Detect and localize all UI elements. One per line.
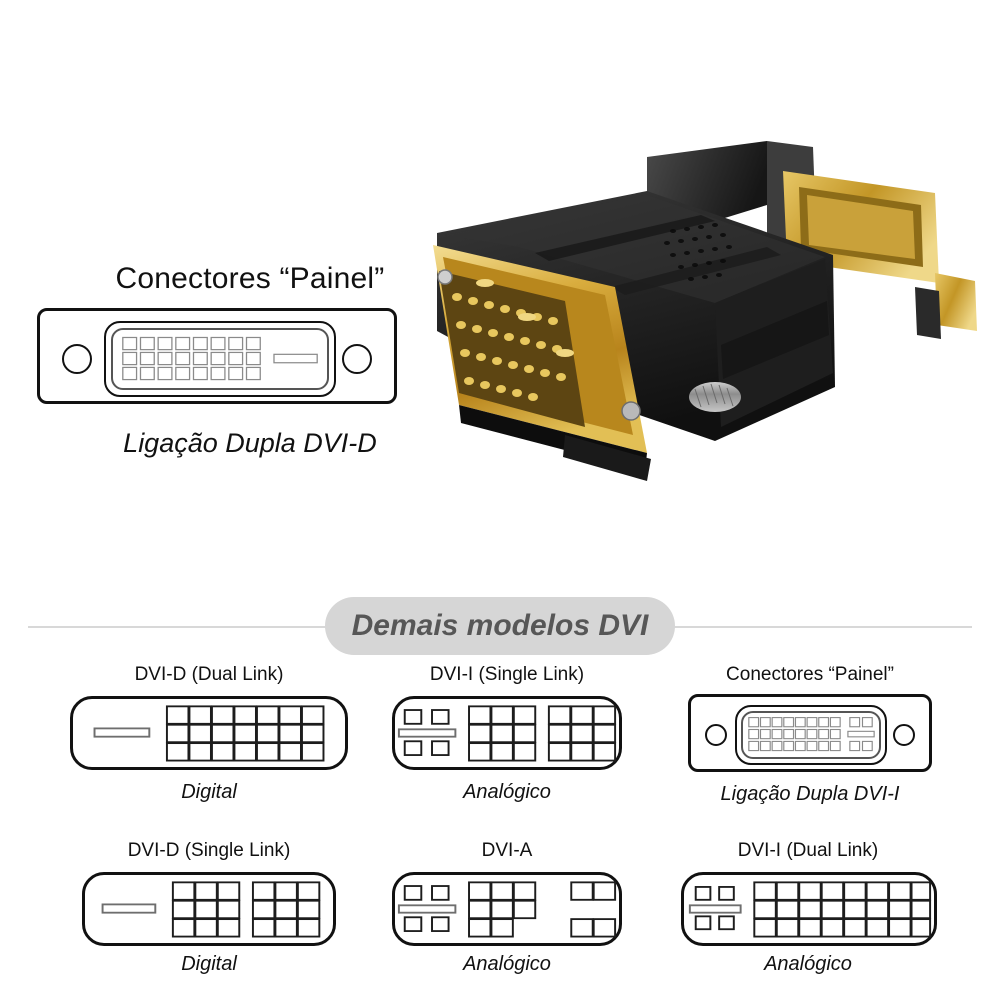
connector-outline (392, 872, 622, 946)
model-caption: Analógico (463, 953, 551, 975)
pin-field (748, 717, 875, 752)
connector-outline (392, 696, 622, 770)
section-badge-label: Demais modelos DVI (351, 609, 649, 642)
hero-caption: Ligação Dupla DVI-D (123, 428, 377, 458)
screw-hole-left-icon (62, 344, 92, 374)
product-photo (415, 135, 995, 535)
section-badge: Demais modelos DVI (325, 597, 675, 655)
model-caption: Ligação Dupla DVI-I (720, 783, 900, 805)
model-caption: Digital (181, 781, 237, 803)
hero-title: Conectores “Painel” (115, 262, 385, 295)
pin-field (397, 705, 617, 762)
model-caption: Analógico (463, 781, 551, 803)
screw-hole-right-icon (893, 724, 915, 746)
hero-panel-shell (104, 321, 336, 397)
hero-panel-connector (37, 308, 397, 404)
connector-outline (82, 872, 336, 946)
hero-pin-field (122, 336, 318, 381)
panel-shell-inner (741, 711, 881, 759)
connector-outline (688, 694, 932, 772)
model-title: DVI-D (Single Link) (127, 840, 291, 861)
model-card-dvi-d-dual-link: DVI-D (Dual Link) (44, 664, 374, 804)
model-card-dvi-i-single-link: DVI-I (Single Link) (378, 664, 636, 804)
pin-field (688, 881, 932, 938)
screw-hole-left-icon (705, 724, 727, 746)
hero-panel-shell-inner (111, 328, 329, 390)
pin-field (397, 881, 617, 938)
model-title: DVI-A (481, 840, 533, 861)
model-caption: Analógico (764, 953, 852, 975)
divider-left (28, 626, 350, 628)
divider-right (655, 626, 972, 628)
pin-field (101, 881, 321, 938)
panel-shell (735, 705, 887, 765)
model-title: DVI-D (Dual Link) (134, 664, 284, 685)
connector-outline (681, 872, 937, 946)
model-card-dvi-a: DVI-A (378, 840, 636, 976)
screw-hole-right-icon (342, 344, 372, 374)
pin-field (93, 705, 325, 762)
model-title: DVI-I (Dual Link) (737, 840, 879, 861)
model-caption: Digital (181, 953, 237, 975)
model-card-panel-dual-link-dvi-i: Conectores “Painel” (660, 664, 960, 806)
model-card-dvi-i-dual-link: DVI-I (Dual Link) (655, 840, 961, 976)
model-title: Conectores “Painel” (726, 664, 894, 685)
model-card-dvi-d-single-link: DVI-D (Single Link) Digital (44, 840, 374, 976)
model-title: DVI-I (Single Link) (429, 664, 585, 685)
connector-outline (70, 696, 348, 770)
